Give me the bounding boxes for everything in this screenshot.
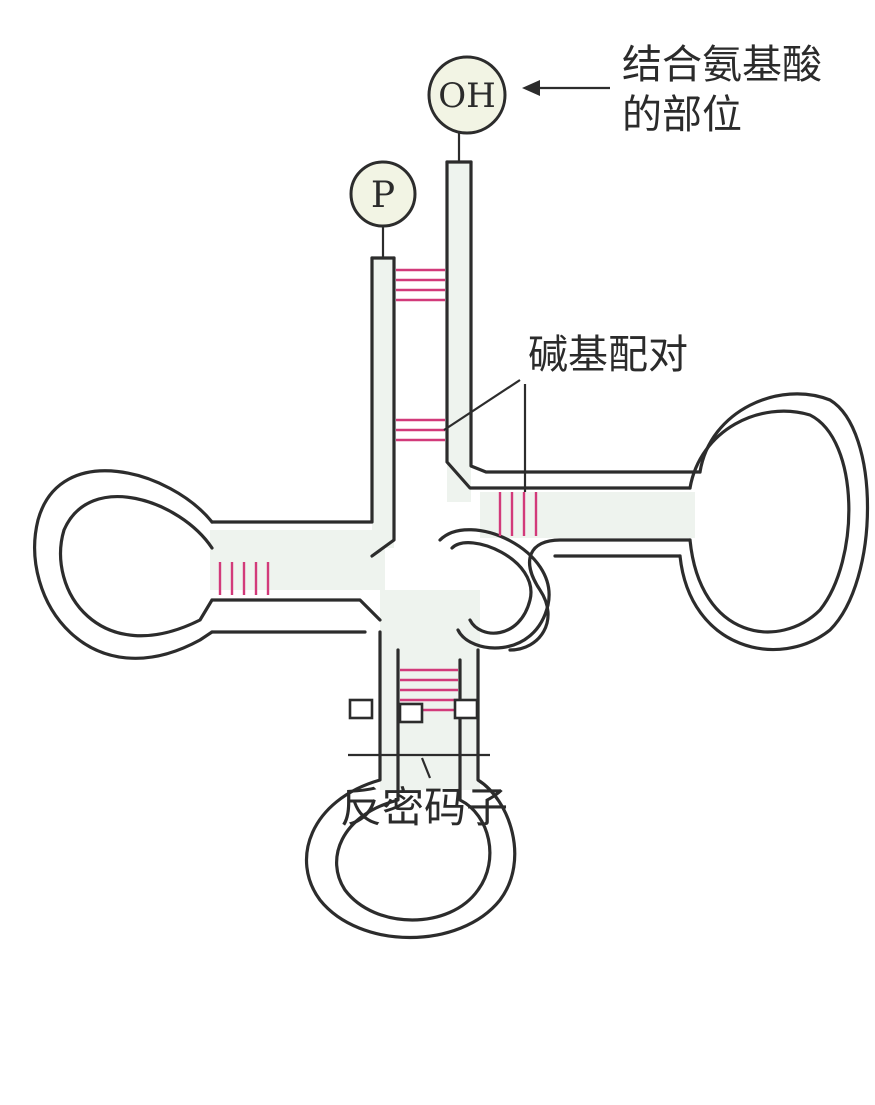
hydroxyl-label: OH <box>438 76 496 116</box>
base-pairs <box>218 268 538 712</box>
backbone-fill <box>210 162 695 790</box>
anticodon-pointer <box>420 757 432 779</box>
hydroxyl-end: OH <box>427 55 507 162</box>
base-pairing-label: 碱基配对 <box>528 332 688 378</box>
d-arm <box>33 469 382 660</box>
anticodon-base <box>453 698 479 720</box>
base-pairing-pointers <box>443 379 527 492</box>
anticodon-base <box>348 698 374 720</box>
phosphate-label: P <box>371 175 395 216</box>
anticodon-base <box>398 702 424 724</box>
five-prime-strand <box>210 256 396 558</box>
variable-loop <box>438 528 551 650</box>
phosphate-end: P <box>349 160 417 258</box>
amino-acid-site-label-line2: 的部位 <box>622 92 742 138</box>
amino-acid-site-arrow <box>522 80 610 96</box>
t-arm <box>508 392 869 652</box>
anticodon-bases <box>348 698 490 779</box>
anticodon-arm <box>304 630 517 940</box>
anticodon-label: 反密码子 <box>340 783 508 832</box>
acceptor-strand <box>445 160 702 490</box>
amino-acid-site-label-line1: 结合氨基酸 <box>622 42 822 88</box>
